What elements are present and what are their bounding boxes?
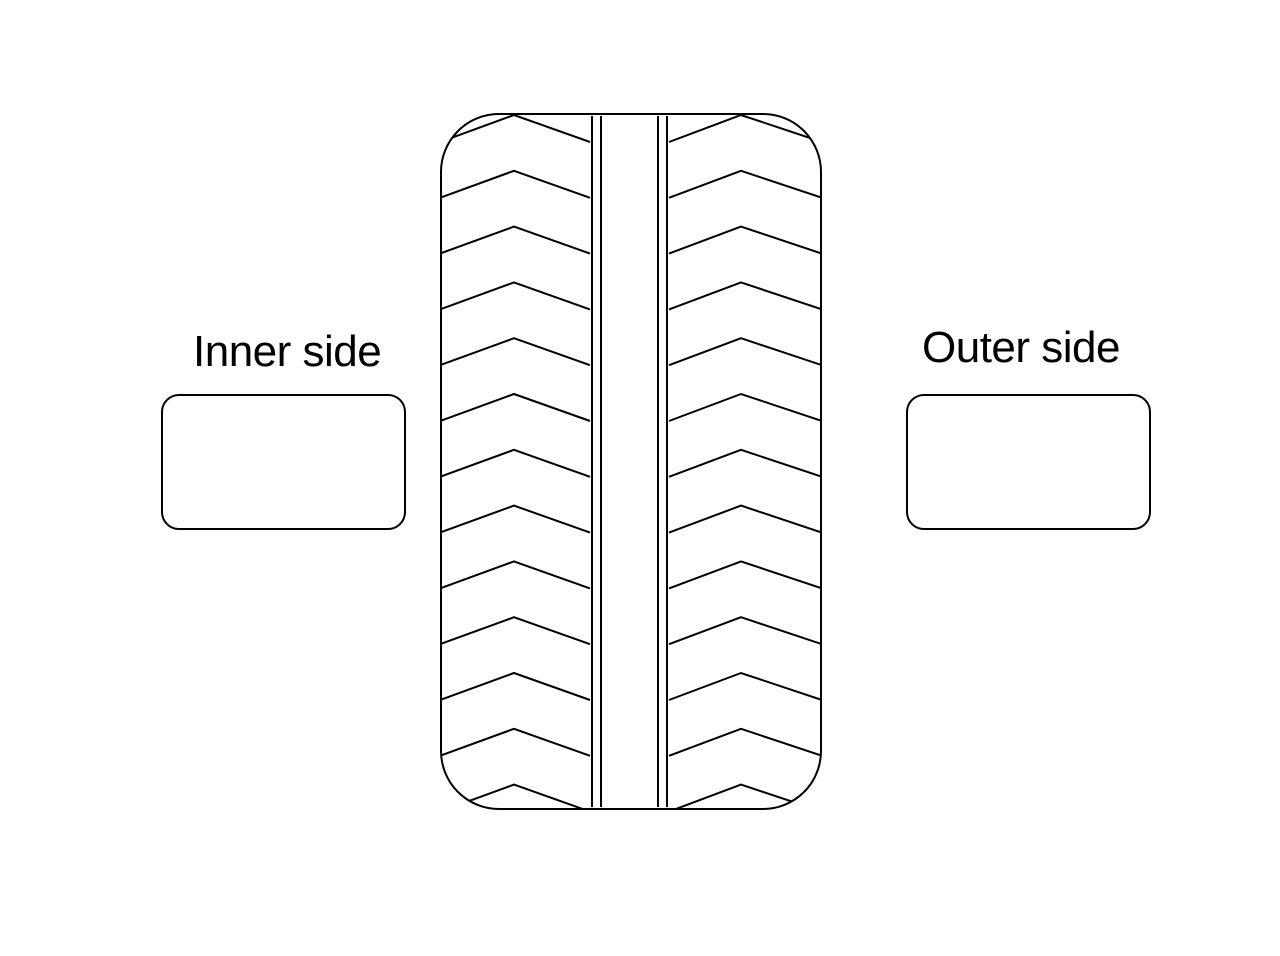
tread-chevron-right — [668, 169, 821, 199]
tread-chevron-left — [441, 281, 591, 311]
tread-chevron-right — [668, 281, 821, 311]
tread-chevron-left — [441, 671, 591, 701]
tread-chevron-left — [441, 392, 591, 422]
tread-chevron-right — [668, 392, 821, 422]
tread-chevron-left — [441, 225, 591, 255]
inner-side-label: Inner side — [193, 327, 382, 376]
inner-side-box — [161, 394, 406, 530]
tread-chevron-right — [668, 448, 821, 478]
outer-side-label: Outer side — [922, 323, 1120, 372]
tread-chevron-left — [441, 560, 591, 590]
tread-chevron-right — [668, 616, 821, 646]
tread-chevron-left — [441, 448, 591, 478]
tread-chevron-left — [441, 169, 591, 199]
outer-side-box — [906, 394, 1151, 530]
tire-outline — [440, 113, 822, 810]
tread-chevron-left — [441, 783, 591, 809]
tread-chevron-left — [441, 727, 591, 757]
tread-chevron-right — [668, 783, 821, 809]
tread-chevron-left — [441, 114, 591, 143]
tread-chevron-right — [668, 337, 821, 367]
tread-chevron-right — [668, 225, 821, 255]
tread-chevron-right — [668, 114, 821, 143]
tread-chevron-left — [441, 616, 591, 646]
tread-chevron-right — [668, 560, 821, 590]
tread-chevron-right — [668, 727, 821, 757]
tread-chevron-right — [668, 504, 821, 534]
tread-chevron-right — [668, 671, 821, 701]
tread-chevron-left — [441, 504, 591, 534]
tread-chevron-left — [441, 337, 591, 367]
